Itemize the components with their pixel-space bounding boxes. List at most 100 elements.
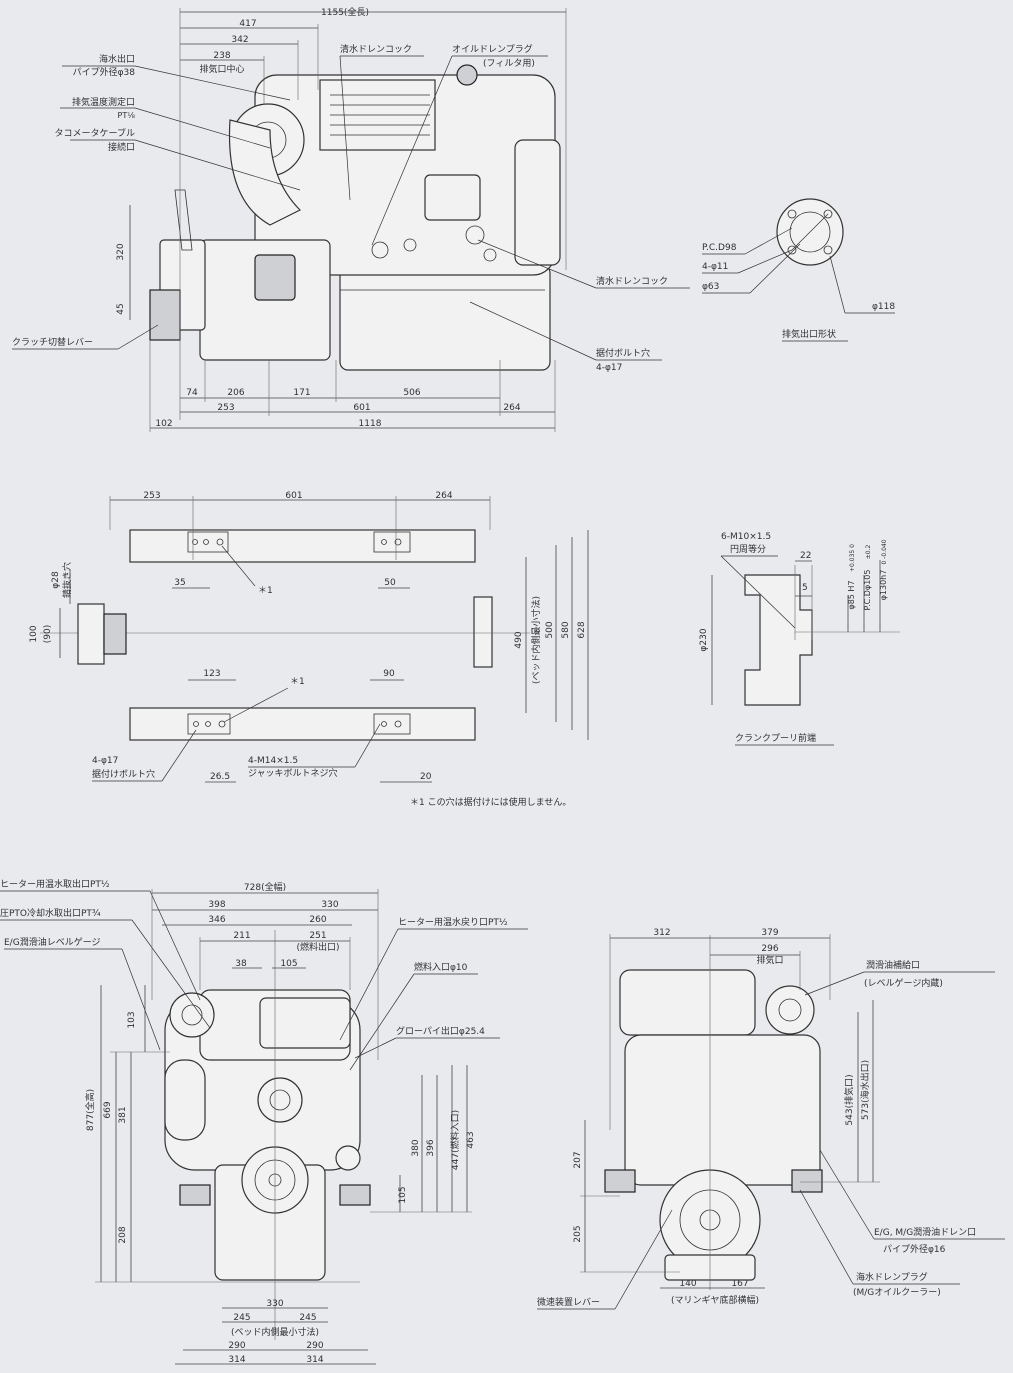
plan-dim-phi28: φ28 [51, 571, 61, 589]
dim-overall-length: 1155(全長) [321, 6, 369, 18]
plan-dim-123: 123 [203, 669, 220, 679]
label-eg-oil-gauge: E/G潤滑油レベルゲージ [4, 936, 101, 948]
rear-marine-width-note: (マリンギヤ底部横幅) [671, 1294, 759, 1306]
side-view: 1155(全長) 417 342 238 排気口中心 海水出口 パイプ外径φ38… [12, 6, 690, 432]
dim-264: 264 [503, 403, 520, 413]
dim-320: 320 [116, 243, 126, 260]
pulley-dim-5: 5 [802, 583, 808, 593]
label-exhaust-center: 排気口中心 [199, 63, 244, 75]
front-dim-380: 380 [411, 1139, 421, 1156]
rear-exhaust-port: 排気口 [756, 954, 783, 966]
label-heater-return: ヒーター用温水戻り口PT½ [398, 916, 508, 928]
label-mount-bolt: 据付ボルト穴 [596, 347, 650, 359]
plan-dim-20: 20 [420, 772, 432, 782]
plan-dim-100: 100 [29, 625, 39, 642]
dim-417: 417 [239, 19, 256, 29]
plan-dim-26-5: 26.5 [210, 772, 230, 782]
pulley-pcd105: P.C.Dφ105 [863, 570, 872, 611]
front-dim-260: 260 [309, 915, 326, 925]
pulley-dim-phi230: φ230 [699, 628, 709, 651]
front-view: ヒーター用温水取出口PT½ 圧PTO冷却水取出口PT¾ E/G潤滑油レベルゲージ [0, 878, 528, 1365]
front-dim-103: 103 [127, 1011, 137, 1028]
pulley-equal-spacing: 円周等分 [730, 543, 766, 555]
label-freshwater-cock-right: 清水ドレンコック [596, 275, 668, 287]
pulley-thread: 6-M10×1.5 [721, 532, 771, 542]
plan-label-jack-bolt: ジャッキボルトネジ穴 [248, 767, 338, 779]
dim-506: 506 [403, 388, 420, 398]
rear-head [619, 969, 756, 1036]
crank-pulley-detail: 6-M10×1.5 円周等分 22 5 φ85 H7 +0.035 0 P.C.… [699, 532, 900, 746]
label-phi63: φ63 [702, 282, 719, 292]
front-dim-447: 447(燃料入口) [449, 1110, 461, 1170]
dim-342: 342 [231, 35, 248, 45]
front-dim-245b: 245 [299, 1313, 316, 1323]
label-mg-oil-cooler: (M/Gオイルクーラー) [853, 1287, 941, 1298]
dim-74: 74 [186, 388, 198, 398]
front-dim-211: 211 [233, 931, 250, 941]
bed-rail-bottom [129, 707, 476, 741]
plan-footnote: ＊1 この穴は据付けには使用しません。 [410, 796, 571, 808]
pulley-h7b: φ130h7 [879, 570, 888, 601]
rear-dim-296: 296 [761, 944, 778, 954]
label-exhaust-temp: 排気温度測定口 [72, 96, 135, 108]
front-dim-330: 330 [321, 900, 338, 910]
plan-rust-hole: 錆抜き穴 [61, 562, 73, 598]
front-dim-314a: 314 [228, 1355, 245, 1365]
label-clutch-lever: クラッチ切替レバー [12, 336, 93, 348]
rear-dim-543: 543(排気口) [843, 1074, 855, 1125]
output-flange [149, 289, 181, 341]
front-dim-105: 105 [280, 959, 297, 969]
flange-title: 排気出口形状 [782, 328, 836, 340]
plan-dim-90p: (90) [43, 625, 53, 643]
pulley-h7-tol: +0.035 0 [849, 544, 856, 572]
plan-dim-264: 264 [435, 491, 452, 501]
plan-dim-490: 490 [514, 631, 524, 648]
label-pcd98: P.C.D98 [702, 243, 737, 253]
plan-dim-580: 580 [561, 621, 571, 638]
front-dim-38: 38 [235, 959, 247, 969]
dim-253: 253 [217, 403, 234, 413]
plan-star-1a: ＊1 [258, 586, 273, 596]
dim-45: 45 [116, 303, 126, 314]
label-pipe-phi16: パイプ外径φ16 [883, 1243, 946, 1255]
plan-dim-628: 628 [577, 621, 587, 638]
rear-dim-379: 379 [761, 928, 778, 938]
front-dim-290b: 290 [306, 1341, 323, 1351]
pulley-section [744, 574, 813, 706]
front-dim-251: 251 [309, 931, 326, 941]
front-bed-note: (ベッド内側最小寸法) [231, 1326, 319, 1338]
front-dim-290a: 290 [228, 1341, 245, 1351]
dim-102: 102 [155, 419, 172, 429]
label-filter-use: (フィルタ用) [483, 58, 535, 69]
flange-inner [789, 211, 831, 253]
rear-turbo [765, 985, 815, 1035]
pulley-dim-22: 22 [800, 551, 811, 561]
coupling [77, 603, 105, 665]
front-dim-245a: 245 [233, 1313, 250, 1323]
dim-601: 601 [353, 403, 370, 413]
plan-label-4-phi17: 4-φ17 [92, 756, 118, 766]
label-4-phi11: 4-φ11 [702, 262, 728, 272]
bed-rail-top [129, 529, 476, 563]
plan-dim-35: 35 [174, 578, 185, 588]
oil-pan [339, 264, 551, 371]
rear-dim-573: 573(海水出口) [859, 1060, 871, 1120]
front-dim-314b: 314 [306, 1355, 323, 1365]
front-cover [514, 139, 561, 266]
front-dim-398: 398 [208, 900, 225, 910]
plan-star-1b: ＊1 [290, 677, 305, 687]
rear-dim-207: 207 [573, 1151, 583, 1168]
label-slow-lever: 微速装置レバー [537, 1296, 600, 1308]
label-oil-drain: E/G, M/G潤滑油ドレン口 [874, 1226, 976, 1238]
exhaust-flange-detail: P.C.D98 4-φ11 φ63 φ118 排気出口形状 [702, 198, 895, 342]
plan-dim-90: 90 [383, 669, 395, 679]
label-pto-cooling: 圧PTO冷却水取出口PT¾ [0, 907, 101, 919]
dim-238: 238 [213, 51, 230, 61]
label-oil-filler: 潤滑油補給口 [866, 959, 920, 971]
oil-filter [424, 174, 481, 221]
rear-dim-140: 140 [679, 1279, 696, 1289]
clutch-lever [174, 189, 193, 251]
dim-206: 206 [227, 388, 244, 398]
rear-dim-312: 312 [653, 928, 670, 938]
label-fuel-inlet: 燃料入口φ10 [414, 961, 468, 973]
